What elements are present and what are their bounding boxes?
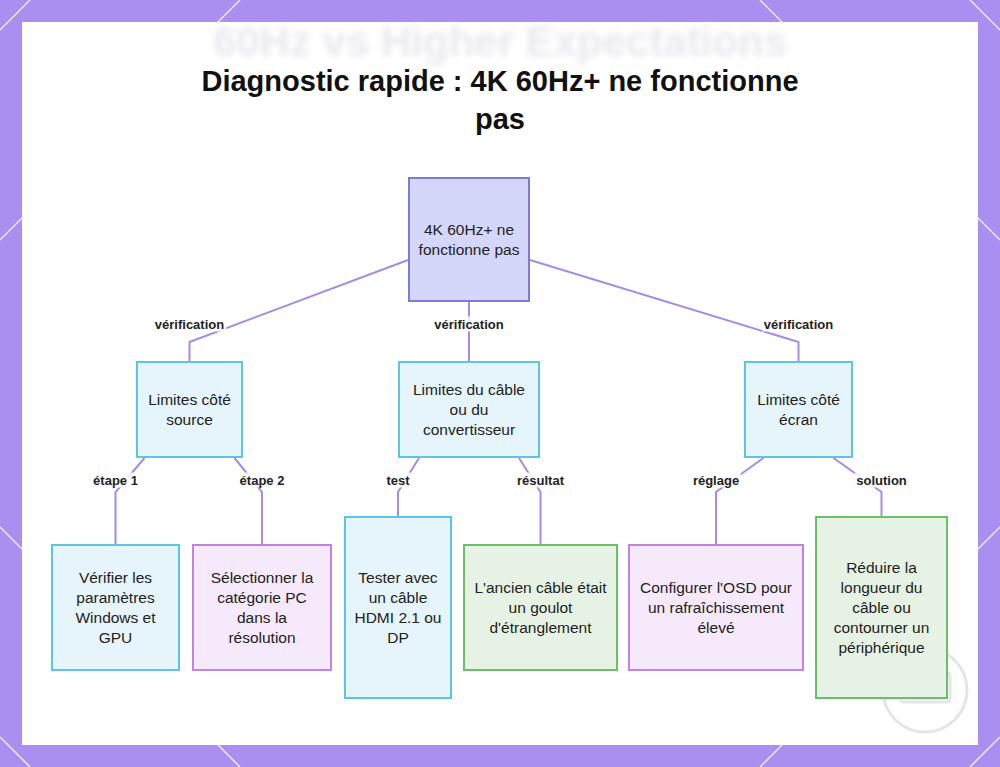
edge-label: vérification	[153, 317, 226, 332]
node-text: Limites côté écran	[754, 390, 843, 430]
edge-label: réglage	[691, 473, 741, 488]
connector-line	[116, 458, 145, 544]
edge-label: étape 2	[238, 473, 287, 488]
edge-label: résultat	[515, 473, 566, 488]
root-box: 4K 60Hz+ ne fonctionne pas	[408, 177, 530, 302]
connector-line	[519, 458, 541, 544]
process-box: Réduire la longueur du câble ou contourn…	[815, 516, 948, 699]
process-box: Vérifier les paramètres Windows et GPU	[51, 544, 180, 671]
node-text: Limites côté source	[146, 390, 233, 430]
edge-label: vérification	[432, 317, 505, 332]
edge-label: test	[384, 473, 411, 488]
process-box: Limites du câble ou du convertisseur	[398, 361, 540, 458]
edge-label: vérification	[762, 317, 835, 332]
node-text: Tester avec un câble HDMI 2.1 ou DP	[354, 568, 442, 648]
node-text: L'ancien câble était un goulot d'étrangl…	[473, 578, 608, 638]
process-box: L'ancien câble était un goulot d'étrangl…	[463, 544, 618, 671]
watermark-text: 60Hz vs Higher Expectations	[150, 18, 850, 66]
diagram-title: Diagnostic rapide : 4K 60Hz+ ne fonction…	[200, 62, 800, 138]
edge-label: étape 1	[91, 473, 140, 488]
edge-label: solution	[854, 473, 909, 488]
process-box: Limites côté source	[136, 361, 243, 458]
connector-line	[190, 260, 409, 361]
node-text: Sélectionner la catégorie PC dans la rés…	[202, 568, 322, 648]
connector-line	[468, 302, 470, 361]
node-text: Configurer l'OSD pour un rafraîchissemen…	[638, 578, 794, 638]
process-box: Sélectionner la catégorie PC dans la rés…	[192, 544, 332, 671]
node-text: Vérifier les paramètres Windows et GPU	[61, 568, 170, 648]
connector-line	[716, 458, 764, 544]
process-box: Configurer l'OSD pour un rafraîchissemen…	[628, 544, 804, 671]
connector-line	[235, 458, 263, 544]
process-box: Tester avec un câble HDMI 2.1 ou DP	[344, 516, 452, 699]
connector-line	[530, 260, 799, 361]
process-box: Limites côté écran	[744, 361, 853, 458]
node-text: 4K 60Hz+ ne fonctionne pas	[418, 220, 520, 260]
node-text: Limites du câble ou du convertisseur	[408, 380, 530, 440]
node-text: Réduire la longueur du câble ou contourn…	[825, 558, 938, 658]
